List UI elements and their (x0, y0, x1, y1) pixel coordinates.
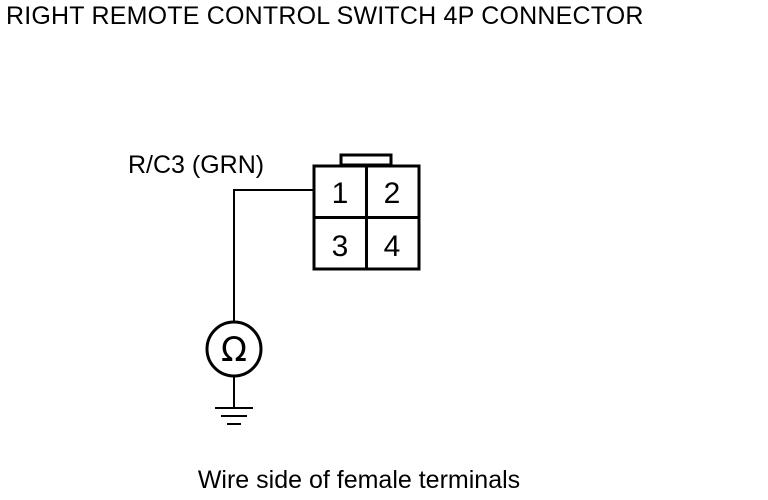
pin-3-label: 3 (332, 230, 349, 263)
diagram-title: RIGHT REMOTE CONTROL SWITCH 4P CONNECTOR (6, 2, 644, 30)
test-lead-wire (233, 189, 314, 322)
pin-2-label: 2 (384, 177, 401, 210)
pin-1-label: 1 (332, 177, 349, 210)
pin-4-label: 4 (384, 230, 401, 263)
ground-icon (215, 407, 253, 425)
connector-latch (339, 153, 393, 167)
wire-label: R/C3 (GRN) (128, 151, 265, 179)
ohm-symbol: Ω (221, 330, 247, 370)
view-caption: Wire side of female terminals (197, 466, 521, 494)
